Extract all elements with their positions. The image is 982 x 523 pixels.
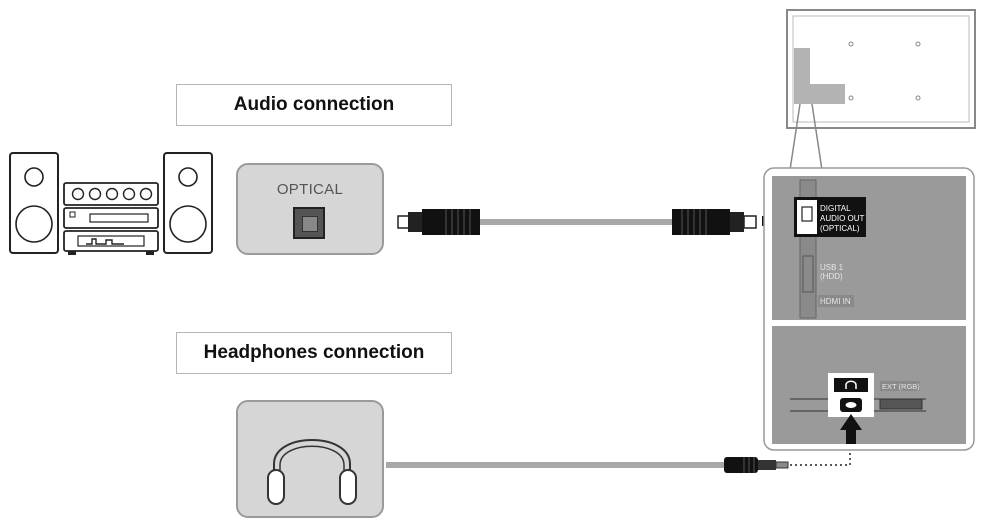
optical-cable-icon <box>397 209 757 235</box>
digital-audio-out-label-1: DIGITAL <box>820 204 851 213</box>
usb-label-1: USB 1 <box>820 263 844 272</box>
digital-audio-out-label-2: AUDIO OUT <box>820 214 865 223</box>
audio-connection-text: Audio connection <box>233 94 395 115</box>
headphone-jack-icon <box>845 380 857 389</box>
up-arrow-icon <box>840 414 862 444</box>
headphones-connection-label: Headphones connection <box>176 332 452 374</box>
usb-label-2: (HDD) <box>820 272 843 281</box>
headphones-card <box>236 400 384 518</box>
audio-connection-label: Audio connection <box>176 84 452 126</box>
optical-label: OPTICAL <box>276 181 344 198</box>
tv-back-icon: DIGITAL AUDIO OUT (OPTICAL) USB 1 (HDD) … <box>763 9 976 451</box>
optical-port-card: OPTICAL <box>236 163 384 255</box>
headphones-icon <box>267 439 357 505</box>
digital-audio-out-label-3: (OPTICAL) <box>820 224 860 233</box>
hdmi-in-label: HDMI IN <box>820 297 851 306</box>
headphone-cable-icon <box>386 430 851 473</box>
ext-rgb-label: EXT (RGB) <box>882 382 920 391</box>
stereo-system-icon <box>9 152 213 255</box>
optical-port-icon <box>293 207 325 239</box>
headphones-connection-text: Headphones connection <box>203 342 425 363</box>
